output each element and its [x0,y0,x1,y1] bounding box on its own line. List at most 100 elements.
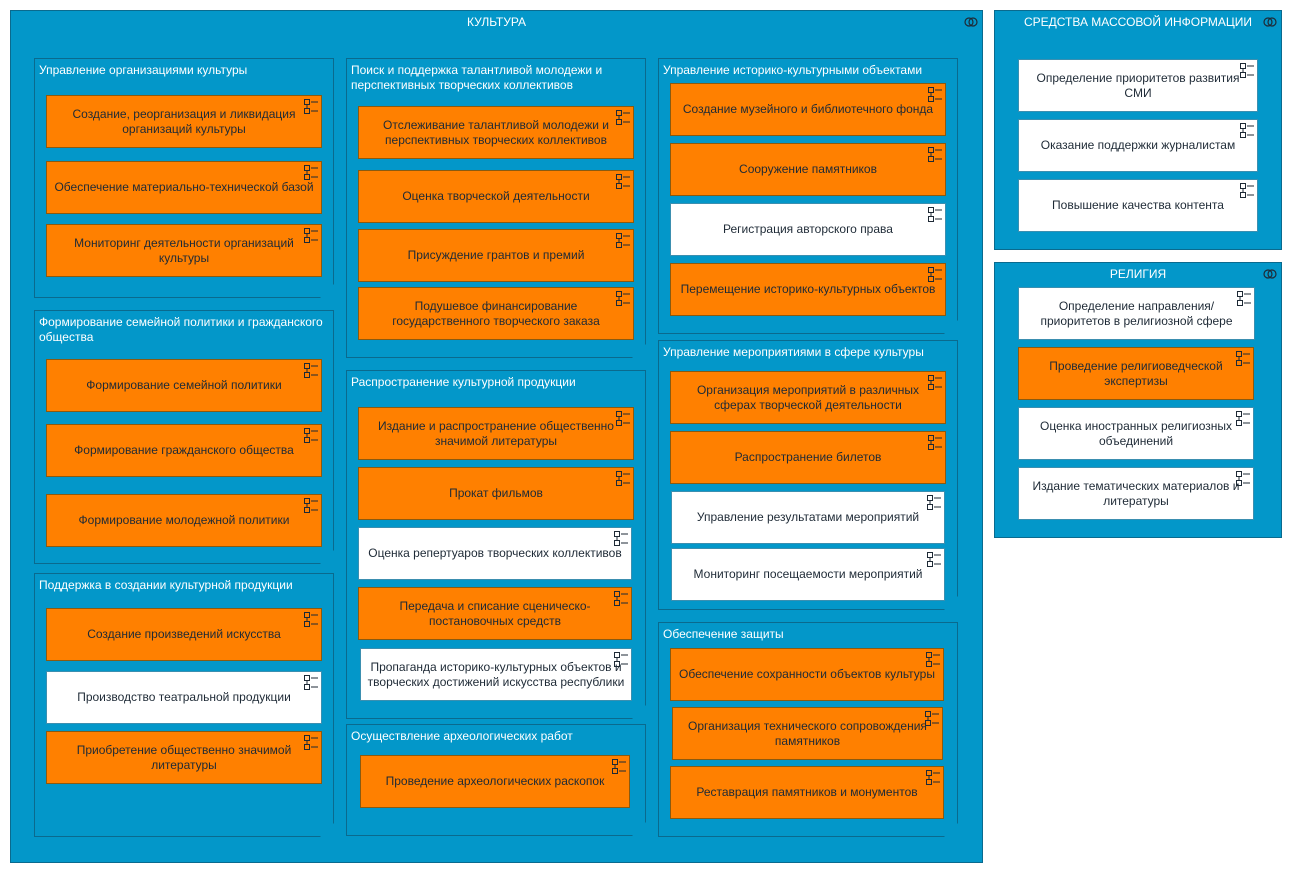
function-box[interactable]: Создание произведений искусства [46,608,322,661]
function-label: Управление результатами мероприятий [696,510,920,524]
function-box[interactable]: Оказание поддержки журналистам [1018,119,1258,172]
group-distribution[interactable]: Распространение культурной продукции [346,370,646,719]
function-box[interactable]: Повышение качества контента [1018,179,1258,232]
process-list-icon [928,435,943,450]
process-list-icon [304,228,319,243]
function-label: Оценка иностранных религиозных объединен… [1040,418,1232,448]
function-label: Издание тематических материалов и литера… [1032,478,1240,508]
function-label: Организация технического сопровождения п… [688,718,927,748]
process-list-icon [304,612,319,627]
process-list-icon [616,411,631,426]
function-label: Издание и распространение общественно зн… [378,418,614,448]
function-label: Мониторинг посещаемости мероприятий [693,567,923,581]
function-label: Производство театральной продукции [77,690,291,704]
process-list-icon [926,652,941,667]
group-title: Поддержка в создании культурной продукци… [39,578,293,592]
function-label: Обеспечение материально-технической базо… [54,180,314,194]
function-box[interactable]: Обеспечение материально-технической базо… [46,161,322,214]
process-list-icon [928,267,943,282]
group-archaeology[interactable]: Осуществление археологических работ [346,724,646,836]
function-label: Определение приоритетов развития СМИ [1036,70,1240,100]
function-box[interactable]: Формирование гражданского общества [46,424,322,477]
function-box[interactable]: Прокат фильмов [358,467,634,520]
process-list-icon [616,233,631,248]
function-box[interactable]: Создание, реорганизация и ликвидация орг… [46,95,322,148]
process-list-icon [928,207,943,222]
group-title: Управление историко-культурными объектам… [663,63,923,77]
function-box[interactable]: Производство театральной продукции [46,671,322,724]
group-protection[interactable]: Обеспечение защиты [658,622,958,837]
function-box[interactable]: Создание музейного и библиотечного фонда [670,83,946,136]
function-label: Повышение качества контента [1052,198,1224,212]
process-list-icon [1240,183,1255,198]
function-box[interactable]: Мониторинг деятельности организаций куль… [46,224,322,277]
process-list-icon [616,471,631,486]
function-box[interactable]: Организация технического сопровождения п… [672,707,943,760]
function-box[interactable]: Реставрация памятников и монументов [670,766,944,819]
function-label: Распространение билетов [734,450,882,464]
group-production-support[interactable]: Поддержка в создании культурной продукци… [34,573,334,837]
process-list-icon [1240,123,1255,138]
function-box[interactable]: Организация мероприятий в различных сфер… [670,371,946,424]
function-box[interactable]: Подушевое финансирование государственног… [358,287,634,340]
group-title: Обеспечение защиты [663,627,784,641]
group-title: Осуществление археологических работ [351,729,573,743]
function-box[interactable]: Проведение религиоведческой экспертизы [1018,347,1254,400]
group-heritage-objects[interactable]: Управление историко-культурными объектам… [658,58,958,334]
process-list-icon [616,291,631,306]
process-list-icon [928,147,943,162]
process-list-icon [1240,63,1255,78]
function-label: Мониторинг деятельности организаций куль… [74,235,294,265]
process-list-icon [925,711,940,726]
function-label: Перемещение историко-культурных объектов [680,282,936,296]
function-box[interactable]: Обеспечение сохранности объектов культур… [670,648,944,701]
domain-title: КУЛЬТУРА [466,15,527,29]
function-box[interactable]: Мониторинг посещаемости мероприятий [671,548,945,601]
process-list-icon [304,99,319,114]
process-list-icon [616,174,631,189]
function-box[interactable]: Определение направления/приоритетов в ре… [1018,287,1255,340]
group-talent-support[interactable]: Поиск и поддержка талантливой молодежи и… [346,58,646,358]
function-label: Формирование семейной политики [86,378,282,392]
function-box[interactable]: Определение приоритетов развития СМИ [1018,59,1258,112]
collaboration-icon [1263,269,1277,279]
function-box[interactable]: Издание тематических материалов и литера… [1018,467,1254,520]
function-label: Оценка репертуаров творческих коллективо… [368,546,622,560]
function-box[interactable]: Распространение билетов [670,431,946,484]
process-list-icon [614,652,629,667]
function-label: Присуждение грантов и премий [407,248,585,262]
function-label: Приобретение общественно значимой литера… [76,742,292,772]
function-box[interactable]: Регистрация авторского права [670,203,946,256]
function-box[interactable]: Присуждение грантов и премий [358,229,634,282]
function-label: Передача и списание сценическо-постаново… [399,598,591,628]
function-label: Отслеживание талантливой молодежи и перс… [383,117,609,147]
function-box[interactable]: Оценка творческой деятельности [358,170,634,223]
function-box[interactable]: Проведение археологических раскопок [360,755,630,808]
function-box[interactable]: Перемещение историко-культурных объектов [670,263,946,316]
domain-title: СРЕДСТВА МАССОВОЙ ИНФОРМАЦИИ [1023,15,1253,29]
function-box[interactable]: Пропаганда историко-культурных объектов … [360,648,632,701]
function-label: Реставрация памятников и монументов [696,785,918,799]
group-family-civil[interactable]: Формирование семейной политики и граждан… [34,310,334,564]
function-box[interactable]: Сооружение памятников [670,143,946,196]
function-box[interactable]: Управление результатами мероприятий [671,491,945,544]
process-list-icon [612,759,627,774]
group-title: Распространение культурной продукции [351,375,576,389]
group-events[interactable]: Управление мероприятиями в сфере культур… [658,340,958,610]
function-box[interactable]: Отслеживание талантливой молодежи и перс… [358,106,634,159]
group-title: Управление организациями культуры [39,63,248,77]
group-org-management[interactable]: Управление организациями культуры [34,58,334,298]
function-box[interactable]: Передача и списание сценическо-постаново… [358,587,632,640]
function-box[interactable]: Приобретение общественно значимой литера… [46,731,322,784]
process-list-icon [926,770,941,785]
function-label: Создание музейного и библиотечного фонда [682,102,934,116]
function-label: Оценка творческой деятельности [402,189,590,203]
function-box[interactable]: Оценка иностранных религиозных объединен… [1018,407,1254,460]
process-list-icon [928,87,943,102]
function-box[interactable]: Оценка репертуаров творческих коллективо… [358,527,632,580]
process-list-icon [928,375,943,390]
function-box[interactable]: Формирование семейной политики [46,359,322,412]
function-box[interactable]: Издание и распространение общественно зн… [358,407,634,460]
function-box[interactable]: Формирование молодежной политики [46,494,322,547]
process-list-icon [304,165,319,180]
